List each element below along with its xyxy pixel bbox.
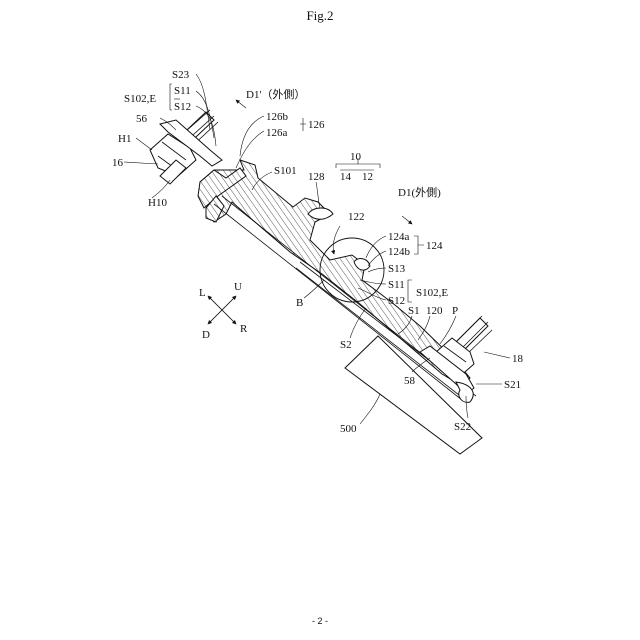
label-s1: S1 xyxy=(408,305,420,317)
label-s21: S21 xyxy=(504,379,521,391)
label-d1: D1(外側) xyxy=(398,186,441,199)
label-s13: S13 xyxy=(388,263,406,275)
label-s11-mid: S11 xyxy=(388,279,405,291)
label-h1: H1 xyxy=(118,133,131,145)
label-10: 10 xyxy=(350,151,362,163)
label-s2: S2 xyxy=(340,339,352,351)
label-b: B xyxy=(296,297,303,309)
label-s101: S101 xyxy=(274,165,297,177)
label-s22: S22 xyxy=(454,421,471,433)
label-128: 128 xyxy=(308,171,325,183)
label-s11-top: S11 xyxy=(174,85,191,97)
label-126b: 126b xyxy=(266,111,289,123)
label-16: 16 xyxy=(112,157,124,169)
label-126: 126 xyxy=(308,119,325,131)
label-122: 122 xyxy=(348,211,365,223)
direction-compass: L U D R xyxy=(199,281,248,341)
label-p: P xyxy=(452,305,458,317)
label-h10: H10 xyxy=(148,197,167,209)
compass-right-label: R xyxy=(240,323,248,335)
label-s102e-mid: S102,E xyxy=(416,287,448,299)
label-18: 18 xyxy=(512,353,524,365)
compass-left-label: L xyxy=(199,287,206,299)
label-s12-top: S12 xyxy=(174,101,191,113)
label-14: 14 xyxy=(340,171,352,183)
plate-surfaces xyxy=(214,196,476,402)
direction-arrow-d1 xyxy=(402,216,412,224)
label-56: 56 xyxy=(136,113,148,125)
label-d1prime: D1'（外側） xyxy=(246,88,305,101)
label-s23: S23 xyxy=(172,69,190,81)
label-124: 124 xyxy=(426,240,443,252)
label-12: 12 xyxy=(362,171,373,183)
compass-up-label: U xyxy=(234,281,242,293)
label-s102e-top: S102,E xyxy=(124,93,156,105)
label-124b: 124b xyxy=(388,246,411,258)
direction-arrow-d1prime xyxy=(236,100,246,108)
page-number: - 2 - xyxy=(0,616,640,626)
label-500: 500 xyxy=(340,423,357,435)
label-58: 58 xyxy=(404,375,416,387)
label-126a: 126a xyxy=(266,127,288,139)
compass-down-label: D xyxy=(202,329,210,341)
label-124a: 124a xyxy=(388,231,410,243)
arrow-122 xyxy=(333,226,340,254)
label-120: 120 xyxy=(426,305,443,317)
label-s12-mid: S12 xyxy=(388,295,405,307)
